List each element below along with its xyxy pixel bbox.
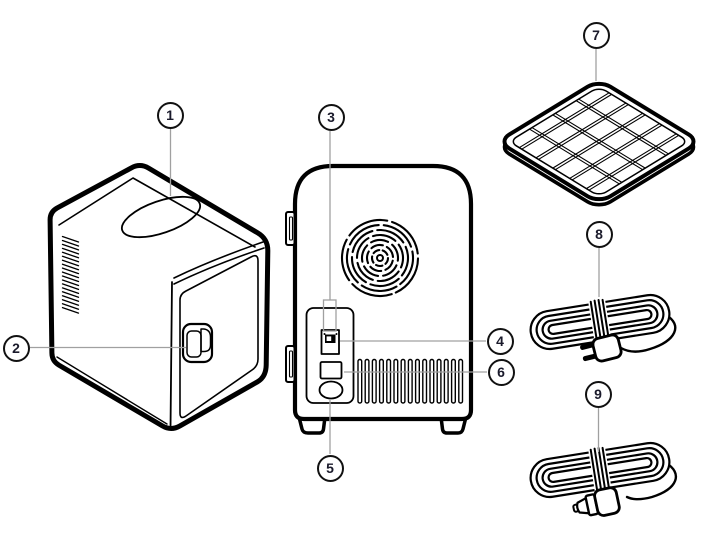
- callout-4-number: 4: [496, 333, 504, 349]
- callout-1: 1: [156, 101, 184, 129]
- wire-shelf-illustration: [498, 80, 700, 209]
- callout-9: 9: [584, 380, 612, 408]
- rear-vent-slats: [357, 358, 464, 404]
- callout-7-number: 7: [592, 27, 600, 43]
- callout-8: 8: [585, 220, 613, 248]
- callout-6: 6: [487, 358, 515, 386]
- callout-1-number: 1: [166, 107, 174, 123]
- dc-car-plug: [572, 486, 621, 517]
- bottom-hinge: [285, 345, 296, 383]
- callout-3: 3: [317, 103, 345, 131]
- callout-9-number: 9: [594, 386, 602, 402]
- top-hinge: [285, 211, 296, 246]
- cord-wrap: [588, 446, 612, 494]
- callout-2-number: 2: [12, 340, 20, 356]
- callout-2: 2: [2, 334, 30, 362]
- leader-lines: [30, 49, 600, 454]
- mini-fridge-back-illustration: [285, 163, 474, 435]
- power-switch-socket: [320, 329, 340, 355]
- cord-wrap: [588, 298, 612, 346]
- connector-panel: [305, 307, 355, 404]
- ac-power-cord-illustration: [529, 293, 677, 363]
- fan-grille: [340, 218, 420, 298]
- power-socket: [319, 361, 343, 380]
- callout-4: 4: [486, 327, 514, 355]
- callout-5-number: 5: [326, 460, 334, 476]
- callout-3-number: 3: [327, 109, 335, 125]
- side-vent-slats: [61, 235, 80, 314]
- callout-5: 5: [316, 454, 344, 482]
- mini-fridge-front-iso-illustration: [47, 163, 271, 431]
- callout-8-number: 8: [595, 226, 603, 242]
- callout-3-target-frame: [322, 299, 337, 332]
- lid-handle-recess: [120, 195, 202, 239]
- callout-7: 7: [582, 21, 610, 49]
- cord-hole: [318, 380, 344, 400]
- dc-power-cord-illustration: [529, 441, 678, 517]
- callout-6-number: 6: [497, 364, 505, 380]
- ac-plug: [580, 333, 623, 363]
- door-latch: [181, 322, 214, 364]
